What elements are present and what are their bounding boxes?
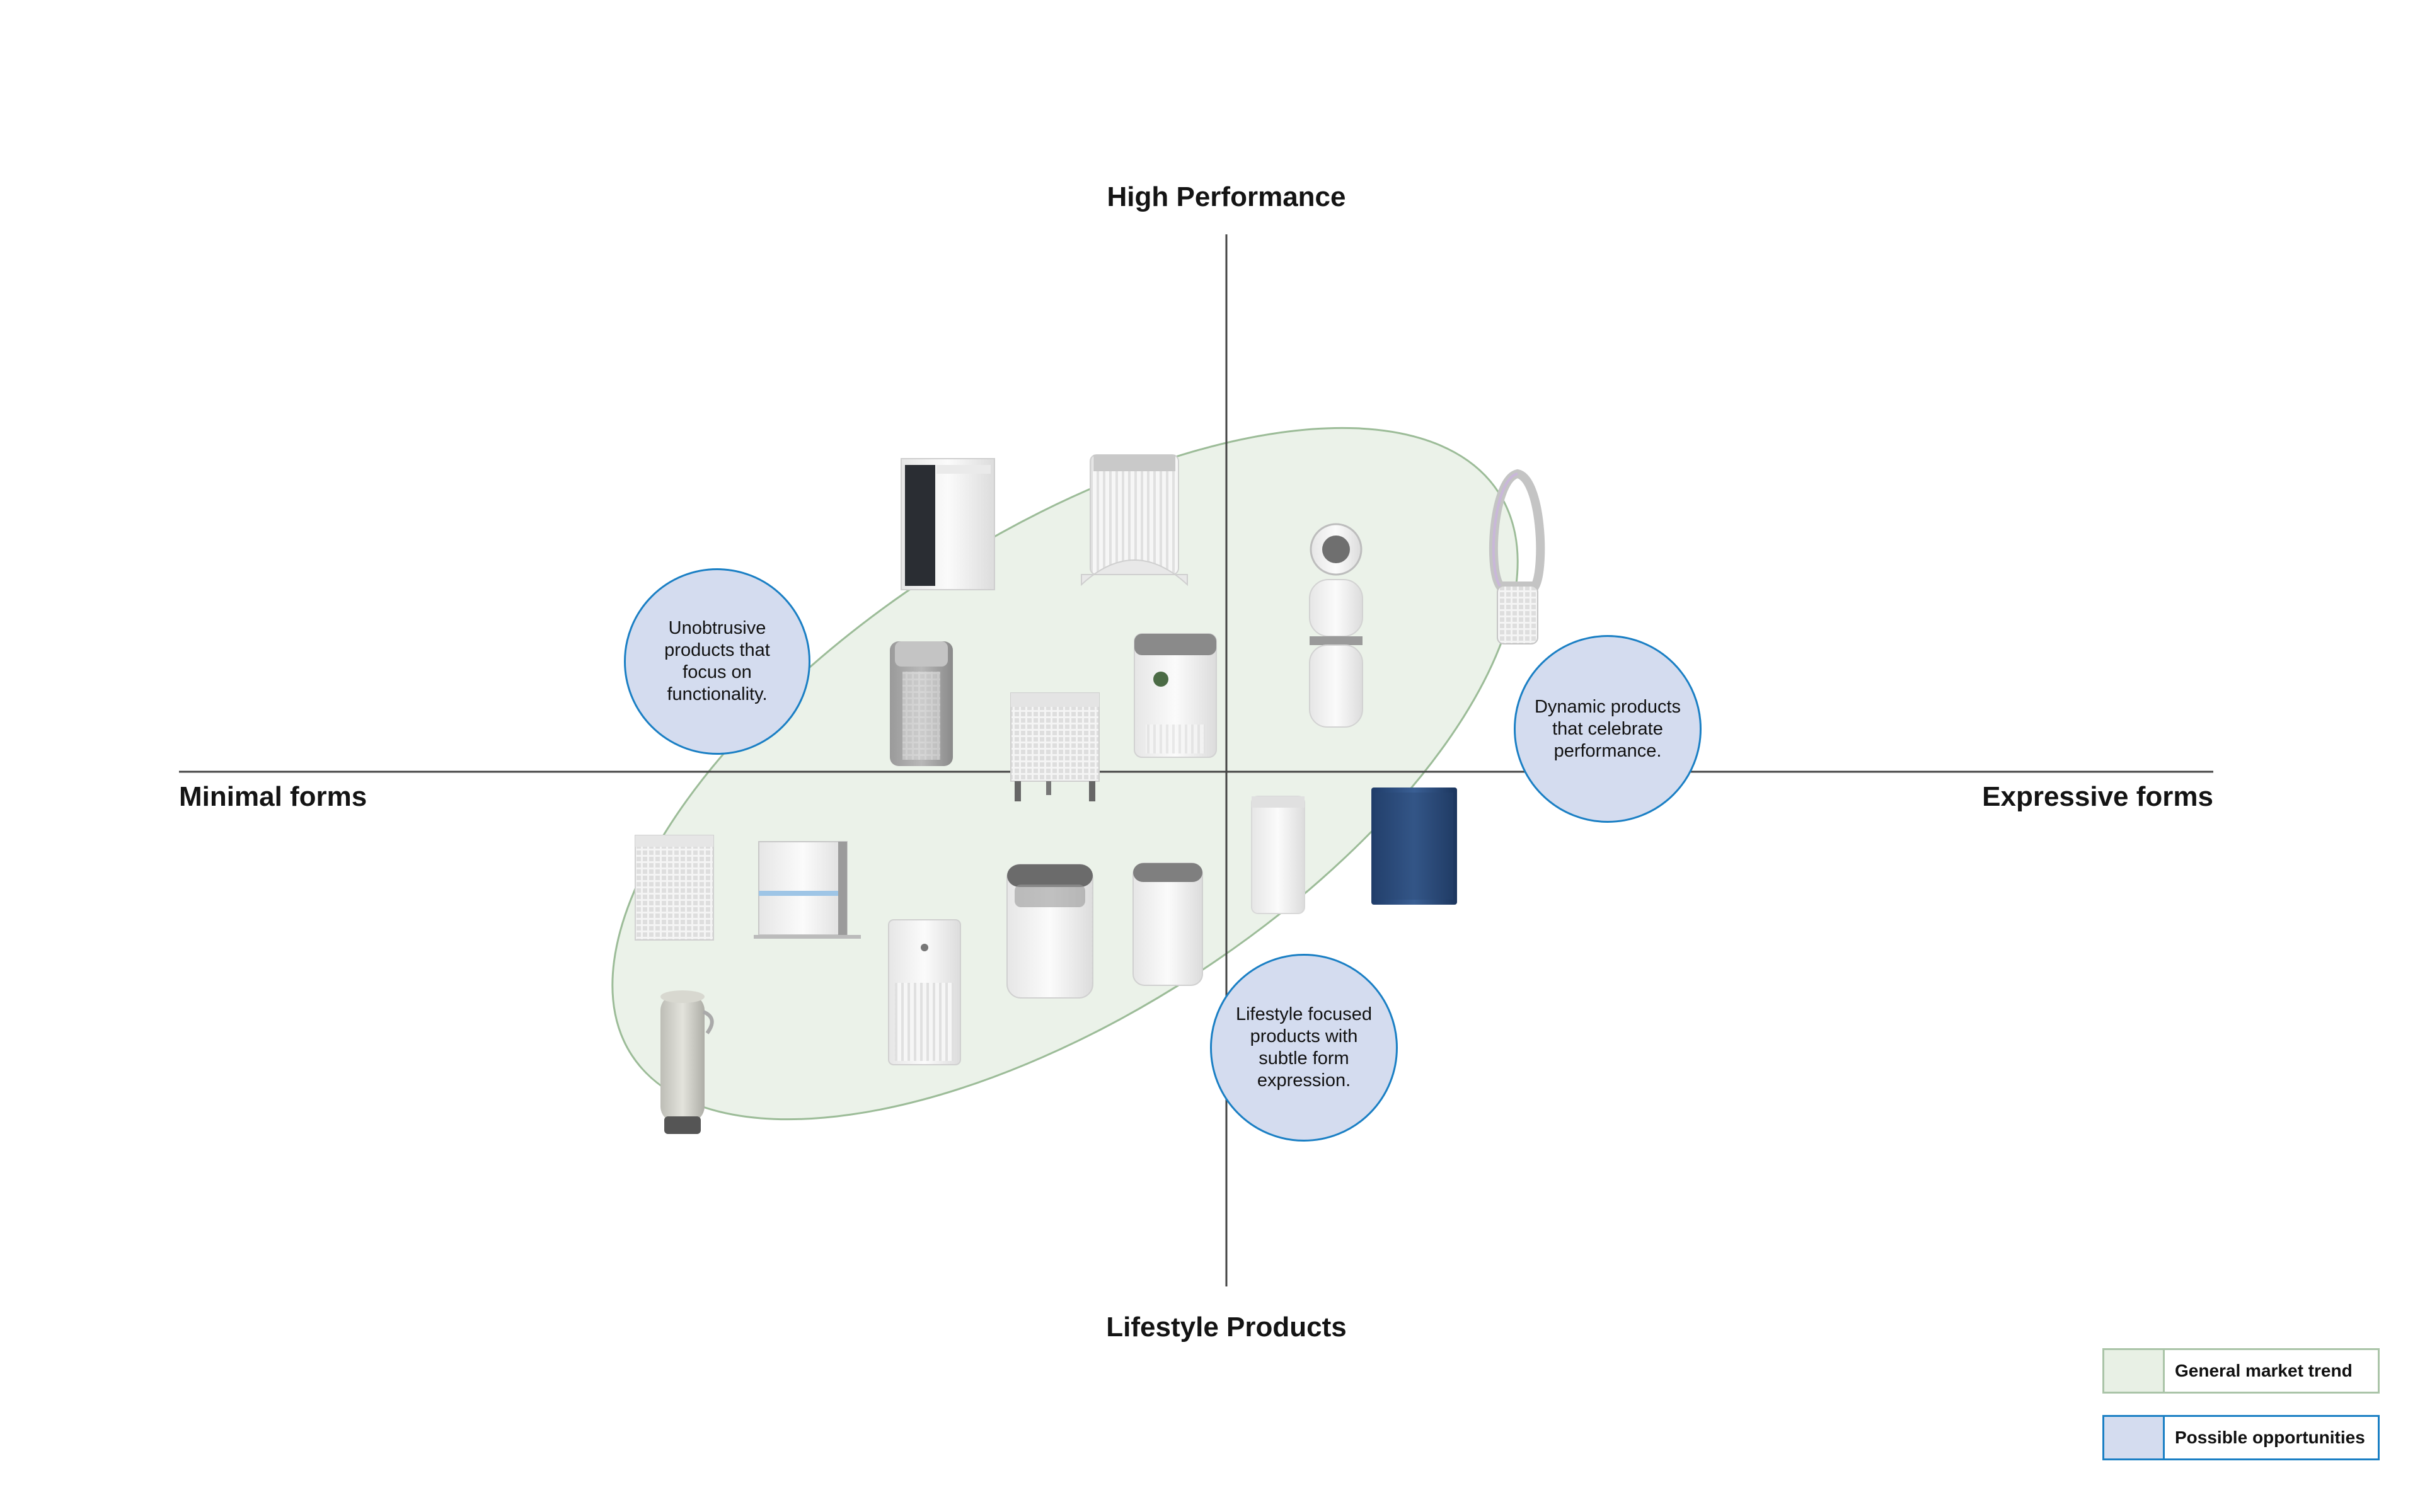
legend-item-opportunities: Possible opportunities xyxy=(2102,1415,2380,1460)
white-arched-tower-purifier-icon xyxy=(1081,454,1188,587)
white-ring-tower-purifier-icon xyxy=(1309,523,1363,728)
opportunity-bubble-unobtrusive: Unobtrusive products that focus on funct… xyxy=(624,568,810,755)
white-rounded-purifier-icon xyxy=(1006,864,1093,999)
axis-label-left: Minimal forms xyxy=(179,781,367,812)
bubble-text: Lifestyle focused products with subtle f… xyxy=(1235,1004,1372,1091)
white-slim-purifier-icon xyxy=(1132,862,1203,986)
silver-cylinder-purifier-icon xyxy=(660,990,714,1134)
bladeless-fan-purifier-icon xyxy=(1489,469,1545,644)
bubble-text: Dynamic products that celebrate performa… xyxy=(1534,696,1681,761)
legend-label-opportunities: Possible opportunities xyxy=(2175,1428,2365,1447)
opportunity-bubble-dynamic: Dynamic products that celebrate performa… xyxy=(1514,635,1702,823)
navy-box-purifier-icon xyxy=(1371,788,1457,905)
axis-label-top: High Performance xyxy=(1107,181,1346,212)
white-column-purifier-icon xyxy=(888,919,961,1065)
white-small-tower-purifier-icon xyxy=(1251,796,1305,914)
tower-black-front-purifier-icon xyxy=(901,458,995,590)
bubble-text: Unobtrusive products that focus on funct… xyxy=(664,618,770,704)
flat-panel-purifier-icon xyxy=(754,841,861,939)
legend-label-trend: General market trend xyxy=(2175,1361,2353,1380)
legend-swatch-opportunities xyxy=(2104,1417,2165,1458)
axis-label-bottom: Lifestyle Products xyxy=(1106,1312,1347,1343)
legend-swatch-trend xyxy=(2104,1350,2165,1392)
grid-front-legged-purifier-icon xyxy=(1010,692,1100,801)
legend-item-market-trend: General market trend xyxy=(2102,1348,2380,1394)
axis-label-right: Expressive forms xyxy=(1982,781,2213,812)
opportunity-bubble-lifestyle: Lifestyle focused products with subtle f… xyxy=(1210,954,1398,1142)
white-grid-square-purifier-icon xyxy=(635,835,714,941)
white-box-purifier-icon xyxy=(1134,633,1217,758)
grey-cylinder-purifier-icon xyxy=(890,641,953,766)
